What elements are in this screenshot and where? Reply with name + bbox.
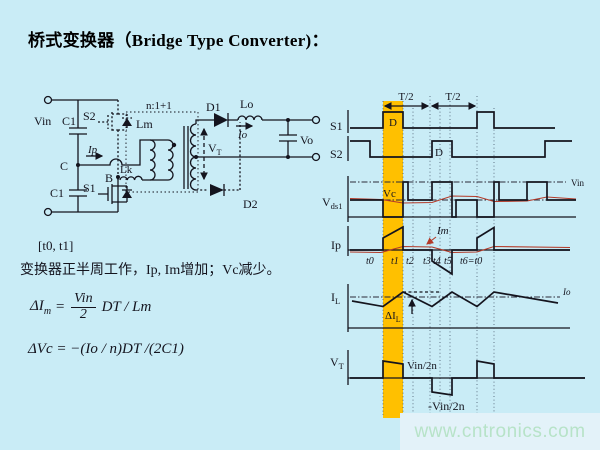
label-lo: Lo <box>240 97 253 111</box>
label-node-c: C <box>60 159 68 173</box>
label-vin: Vin <box>34 114 51 128</box>
formula-delta-im: ΔIm = Vin 2 DT / Lm <box>30 291 152 322</box>
formula-lhs: ΔI <box>30 297 44 314</box>
circuit-schematic: Vin C1 S2 C Ip B Lk Lm n:1+1 C1 S1 D1 Lo… <box>34 95 321 217</box>
waveform-plots: T/2 T/2 S1 D S2 D Vds1 Vc Vin <box>322 91 585 418</box>
terminal-icon <box>43 207 53 217</box>
terminal-icon <box>311 115 321 125</box>
row-label-s1: S1 <box>330 119 343 133</box>
label-t2: t2 <box>406 256 414 267</box>
label-duty-s1: D <box>389 117 397 129</box>
label-lk: Lk <box>120 164 133 176</box>
label-vt: VT <box>208 141 222 157</box>
formula-fraction: Vin 2 <box>71 291 96 322</box>
label-t-half-2: T/2 <box>445 91 460 103</box>
mosfet-s1-icon <box>98 177 132 212</box>
terminal-icon <box>43 95 53 105</box>
s2-waveform-trace <box>350 140 572 158</box>
label-t4: t4 <box>433 256 441 267</box>
vds1-waveform-trace <box>350 181 576 218</box>
label-s1: S1 <box>83 181 96 195</box>
formula-lhs-sub: m <box>43 305 52 317</box>
watermark: www.cntronics.com <box>400 413 600 450</box>
diode-d2-icon <box>210 184 224 196</box>
row-label-vds1: Vds1 <box>322 195 342 211</box>
label-io: Io <box>237 129 248 141</box>
label-c1-bottom: C1 <box>50 186 64 200</box>
label-lm: Lm <box>136 117 153 131</box>
highlight-band <box>383 101 403 418</box>
label-vc: Vc <box>383 188 396 200</box>
im-pointer-arrow-icon <box>426 236 437 245</box>
label-d2: D2 <box>243 197 258 211</box>
label-im: Im <box>436 225 449 237</box>
label-delta-il: ΔIL <box>385 310 401 324</box>
label-node-b: B <box>105 171 113 185</box>
label-vin-2n: Vin/2n <box>407 360 437 372</box>
il-waveform-trace <box>351 290 559 308</box>
fraction-numerator: Vin <box>71 291 96 308</box>
row-label-s2: S2 <box>330 147 343 161</box>
circuit-wires <box>52 99 118 213</box>
vc-curve <box>349 195 577 204</box>
formula-delta-vc: ΔVc = −(Io / n)DT /(2C1) <box>28 341 184 358</box>
row-label-ip: Ip <box>331 238 341 252</box>
polarity-dot-icon <box>171 142 177 148</box>
fraction-denominator: 2 <box>79 306 87 322</box>
row-label-il: IL <box>331 290 340 306</box>
page-title: 桥式变换器（Bridge Type Converter)： <box>28 31 329 50</box>
label-s2: S2 <box>83 109 96 123</box>
formula-rest: DT / Lm <box>101 298 152 315</box>
node-b-dot <box>116 175 120 179</box>
label-t-half-1: T/2 <box>398 91 413 103</box>
terminal-icon <box>311 152 321 162</box>
label-t3: t3 <box>423 256 431 267</box>
label-c1-top: C1 <box>62 114 76 128</box>
label-t6: t6=t0 <box>460 256 482 267</box>
node-c-dot <box>76 163 80 167</box>
formula-equals: = <box>55 298 66 315</box>
row-label-vt: VT <box>330 355 345 371</box>
watermark-text: www.cntronics.com <box>414 420 586 442</box>
mosfet-s2-icon <box>98 100 132 177</box>
label-io-level: Io <box>562 287 571 297</box>
formula-text: ΔVc = −(Io / n)DT /(2C1) <box>28 341 184 357</box>
label-duty-s2: D <box>435 147 443 159</box>
label-d1: D1 <box>206 100 221 114</box>
im-curve <box>349 245 571 254</box>
label-t0: t0 <box>366 256 374 267</box>
s1-waveform-trace <box>350 111 555 129</box>
transformer-boundary <box>125 111 199 193</box>
label-vin-level: Vin <box>571 178 584 188</box>
label-neg-vin-2n: -Vin/2n <box>428 399 465 413</box>
label-turns-ratio: n:1+1 <box>146 100 172 112</box>
description-note: 变换器正半周工作，Ip, Im增加；Vc减少。 <box>20 263 281 278</box>
label-t5: t5 <box>444 256 452 267</box>
label-t1: t1 <box>391 256 399 267</box>
label-vo: Vo <box>300 133 313 147</box>
interval-note: [t0, t1] <box>38 238 74 253</box>
vt-waveform-trace <box>350 359 585 396</box>
ip-waveform-trace <box>350 225 570 276</box>
diode-d1-icon <box>214 113 228 127</box>
label-ip: Ip <box>87 144 98 156</box>
